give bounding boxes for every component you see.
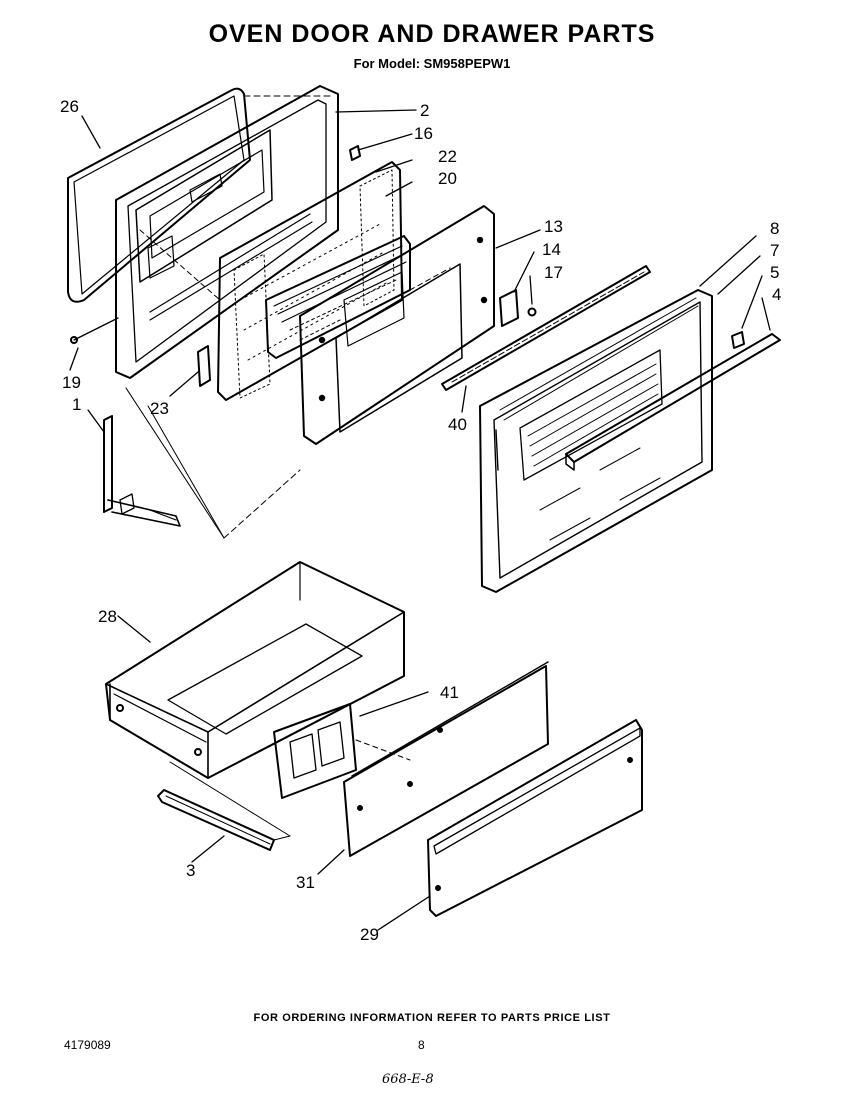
callout-2: 2 — [420, 101, 429, 120]
callout-23: 23 — [150, 399, 169, 418]
callout-13: 13 — [544, 217, 563, 236]
part-17-screw — [527, 307, 537, 317]
part-1-door-hinge — [103, 415, 181, 527]
part-3-drawer-slide — [157, 761, 291, 851]
callout-5: 5 — [770, 263, 779, 282]
callout-40: 40 — [448, 415, 467, 434]
part-23-bracket — [197, 345, 211, 387]
callout-1: 1 — [72, 395, 81, 414]
callout-14: 14 — [542, 240, 561, 259]
model-number: For Model: SM958PEPW1 — [353, 56, 511, 71]
part-28-drawer-pan — [105, 561, 405, 779]
part-16-clip — [349, 145, 361, 161]
part-29-drawer-front — [427, 719, 643, 917]
callout-28: 28 — [98, 607, 117, 626]
callout-41: 41 — [440, 683, 459, 702]
callout-16: 16 — [414, 124, 433, 143]
handwritten-reference: 668-E-8 — [382, 1072, 434, 1087]
ordering-note: FOR ORDERING INFORMATION REFER TO PARTS … — [253, 1012, 611, 1024]
hinge-alignment-lines — [125, 387, 301, 539]
part-5-end-cap — [731, 331, 745, 349]
callout-3: 3 — [186, 861, 195, 880]
callout-26: 26 — [60, 97, 79, 116]
part-14-bracket — [499, 289, 519, 327]
part-2-inner-door-frame — [115, 85, 339, 379]
callout-22: 22 — [438, 147, 457, 166]
page-number: 8 — [418, 1038, 425, 1052]
callout-31: 31 — [296, 873, 315, 892]
document-number: 4179089 — [64, 1038, 111, 1052]
part-13-door-panel — [299, 205, 495, 445]
page-title: OVEN DOOR AND DRAWER PARTS — [208, 20, 656, 48]
callout-labels: 26 2 16 22 20 13 14 17 8 7 5 4 19 1 23 4… — [60, 97, 781, 944]
callout-17: 17 — [544, 263, 563, 282]
part-20-window-glass — [265, 235, 411, 359]
part-4-door-handle — [565, 333, 781, 471]
callout-4: 4 — [772, 285, 781, 304]
callout-20: 20 — [438, 169, 457, 188]
callout-8: 8 — [770, 219, 779, 238]
part-41-vent-panel — [273, 703, 357, 799]
part-31-inner-panel — [343, 661, 549, 857]
part-7-8-outer-door — [479, 289, 713, 593]
callout-29: 29 — [360, 925, 379, 944]
callout-leaders — [69, 109, 771, 931]
part-19-screw — [70, 317, 119, 344]
callout-19: 19 — [62, 373, 81, 392]
callout-7: 7 — [770, 241, 779, 260]
part-40-vent-strip — [441, 265, 651, 391]
